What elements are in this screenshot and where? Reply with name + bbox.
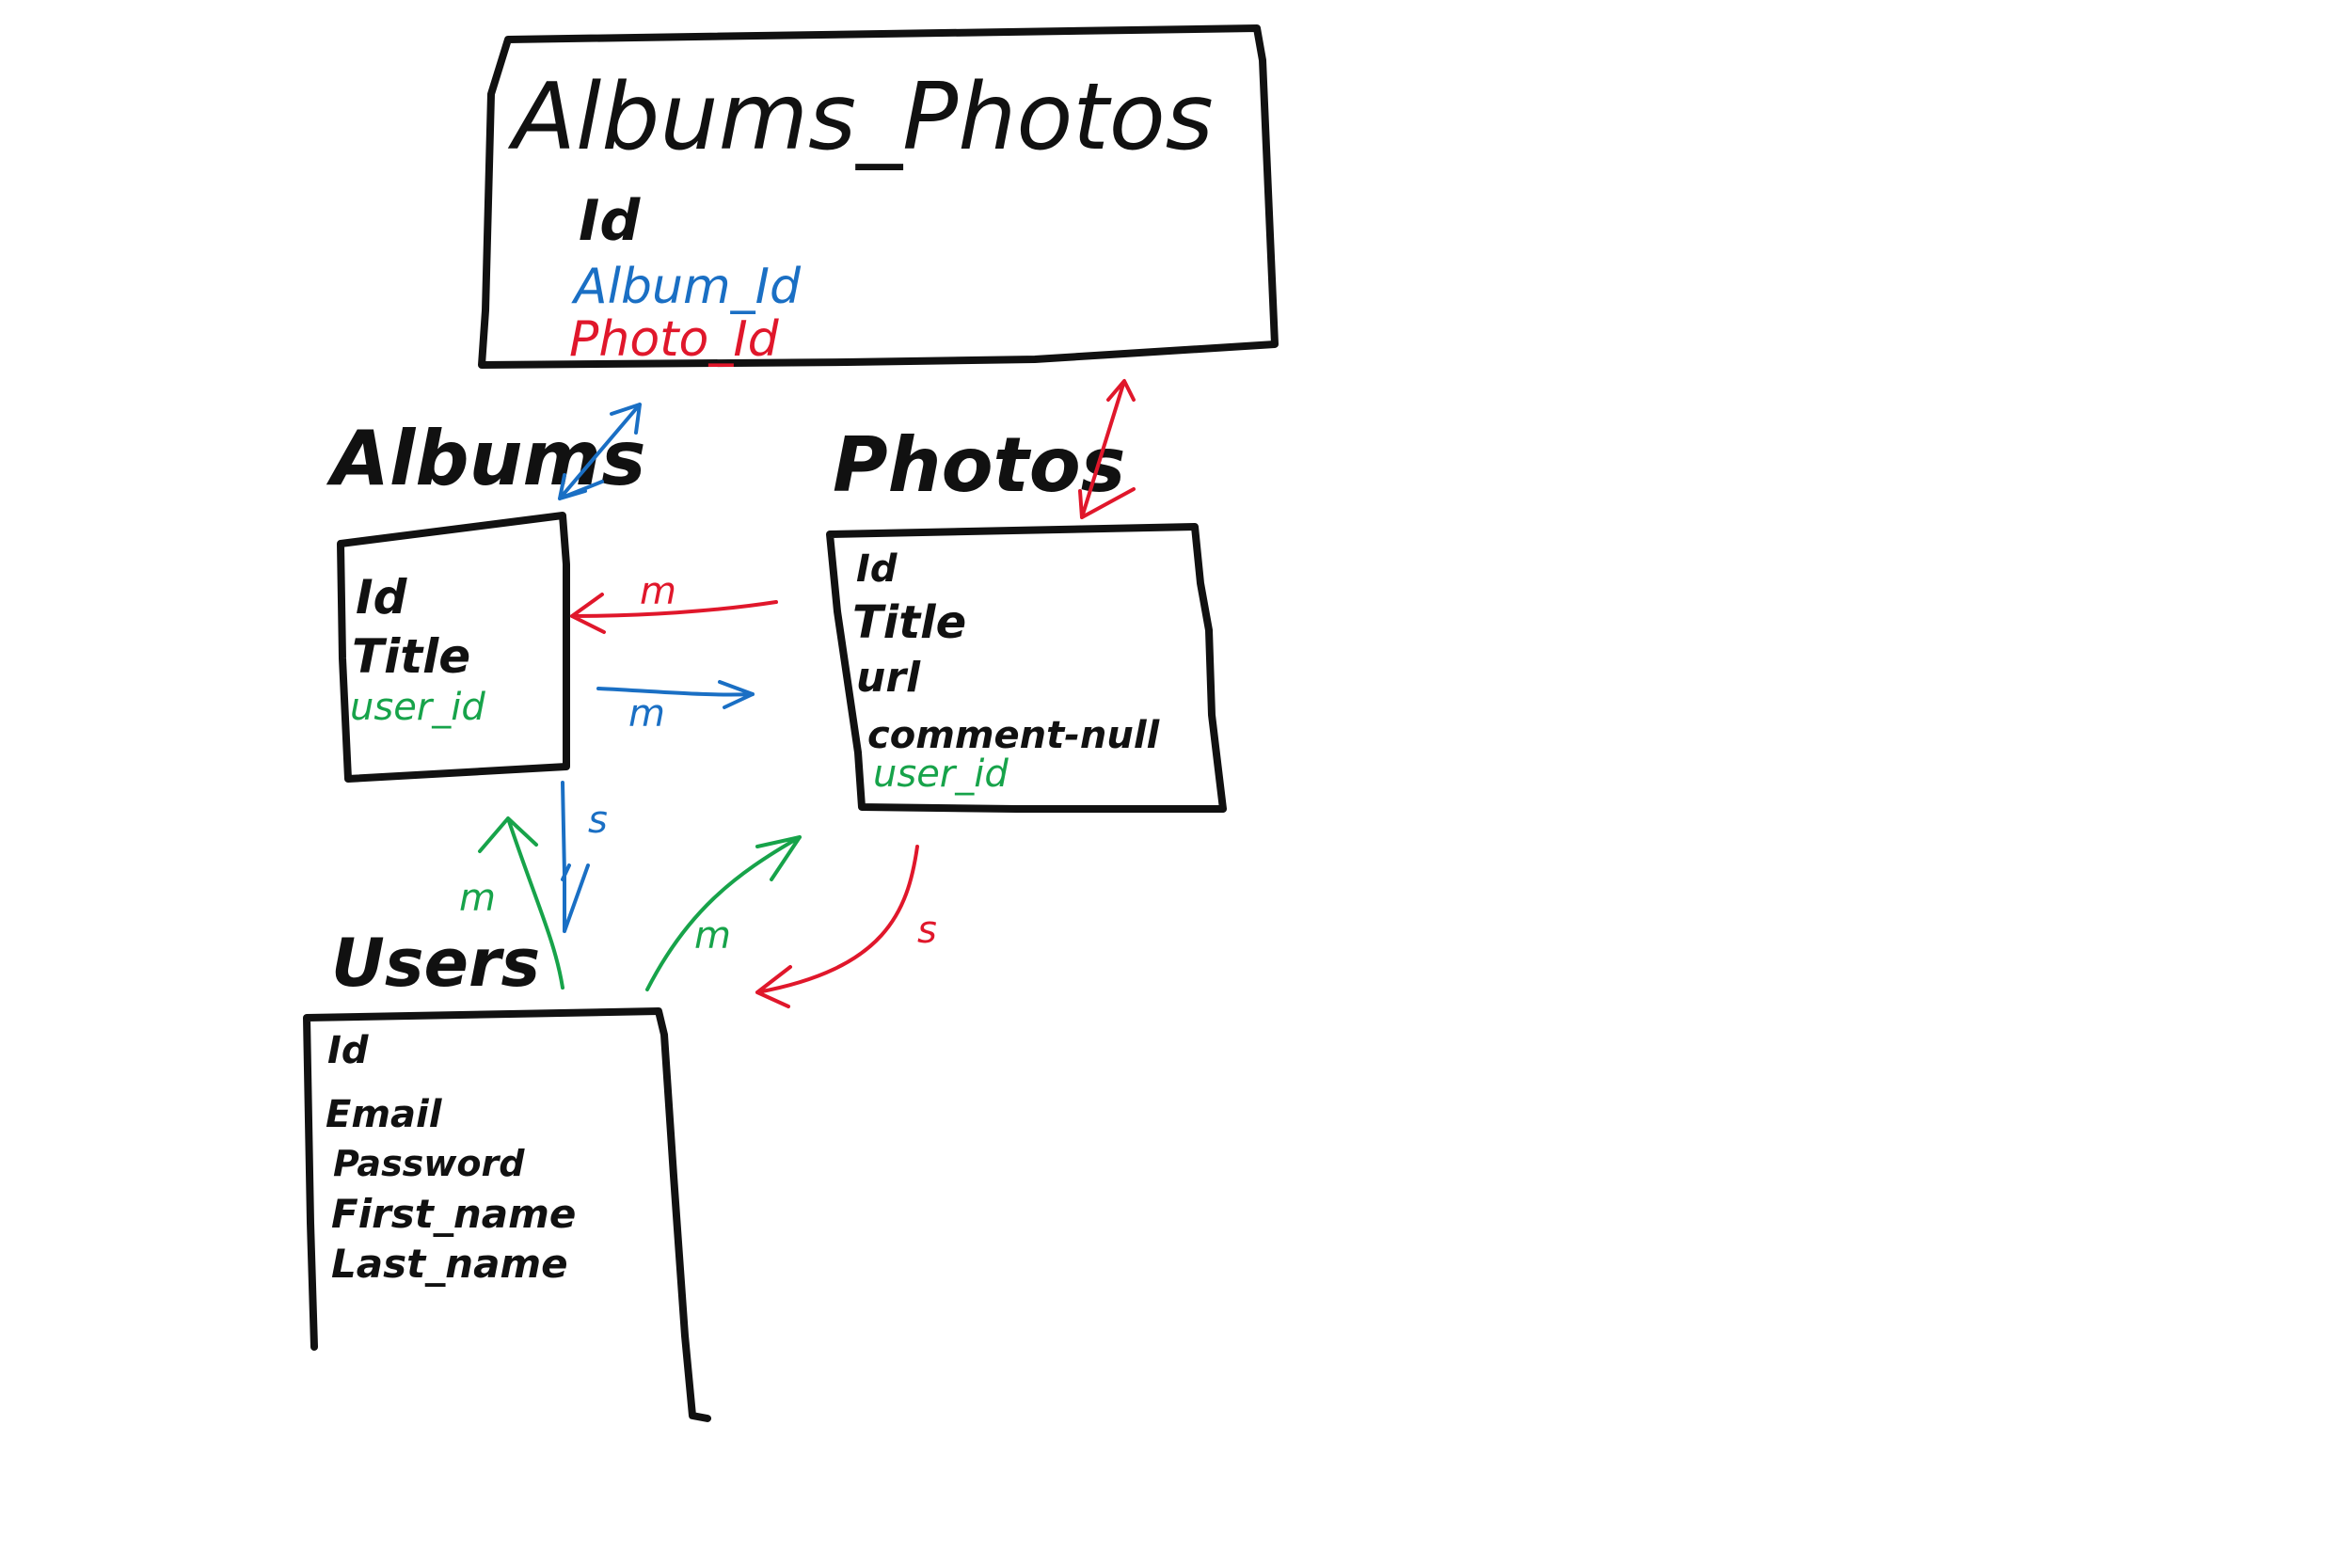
photos-field-url: url: [856, 654, 921, 702]
photos-users-arrow: [755, 845, 919, 1008]
albums-field-user-id: user_id: [350, 686, 485, 729]
users-field-first-name: First_name: [331, 1191, 576, 1237]
users-field-email: Email: [326, 1093, 443, 1136]
users-albums-relation: m: [459, 816, 564, 990]
albums-photos-field-photo-id: Photo_Id: [569, 311, 780, 368]
photos-albumsphotos-arrow: [1078, 379, 1136, 519]
users-box: [303, 1007, 711, 1422]
photos-field-title: Title: [852, 596, 966, 649]
users-photos-cardinality: m: [694, 914, 731, 958]
users-table: Users Id Email Password First_name Last_…: [303, 925, 711, 1422]
albums-albumsphotos-relation: [558, 403, 642, 500]
photos-albums-relation: m: [570, 570, 778, 634]
users-photos-arrow: [645, 835, 802, 991]
photos-albums-arrow: [570, 593, 778, 634]
albums-photos-table: Albums_Photos Id Album_Id Photo_Id: [478, 24, 1279, 369]
albums-photos-field-id: Id: [579, 188, 641, 254]
albums-users-arrow: [561, 781, 590, 933]
albums-box: [337, 512, 570, 783]
photos-field-user-id: user_id: [873, 752, 1009, 796]
albums-photos-box: [478, 24, 1279, 369]
albums-field-id: Id: [356, 570, 408, 625]
albums-photos-cardinality: m: [628, 692, 665, 736]
albums-table: Albums Id Title user_id: [326, 415, 646, 783]
albums-photos-field-album-id: Album_Id: [571, 259, 802, 315]
albums-photos-title: Albums_Photos: [507, 64, 1214, 171]
users-field-id: Id: [327, 1029, 369, 1072]
users-title: Users: [331, 925, 540, 1002]
albums-field-title: Title: [352, 629, 470, 684]
users-albums-cardinality: m: [459, 877, 496, 920]
photos-users-cardinality: s: [917, 909, 937, 952]
albums-albumsphotos-arrow: [558, 403, 642, 500]
users-field-password: Password: [333, 1143, 525, 1184]
albums-users-relation: s: [561, 781, 608, 933]
albums-photos-relation: m: [596, 680, 755, 736]
albums-users-cardinality: s: [588, 799, 608, 842]
photos-albumsphotos-relation: [1078, 379, 1136, 519]
users-photos-relation: m: [645, 835, 802, 991]
users-field-last-name: Last_name: [331, 1241, 568, 1287]
photos-field-id: Id: [856, 547, 898, 591]
users-albums-arrow: [478, 816, 564, 990]
photos-users-relation: s: [755, 845, 937, 1008]
photos-box: [826, 523, 1227, 813]
photos-field-comment: comment-null: [867, 714, 1161, 757]
albums-title: Albums: [326, 415, 646, 502]
photos-table: Photos Id Title url comment-null user_id: [826, 421, 1227, 813]
photos-albums-cardinality: m: [640, 570, 676, 613]
albums-photos-arrow: [596, 680, 755, 709]
photos-title: Photos: [833, 421, 1125, 509]
